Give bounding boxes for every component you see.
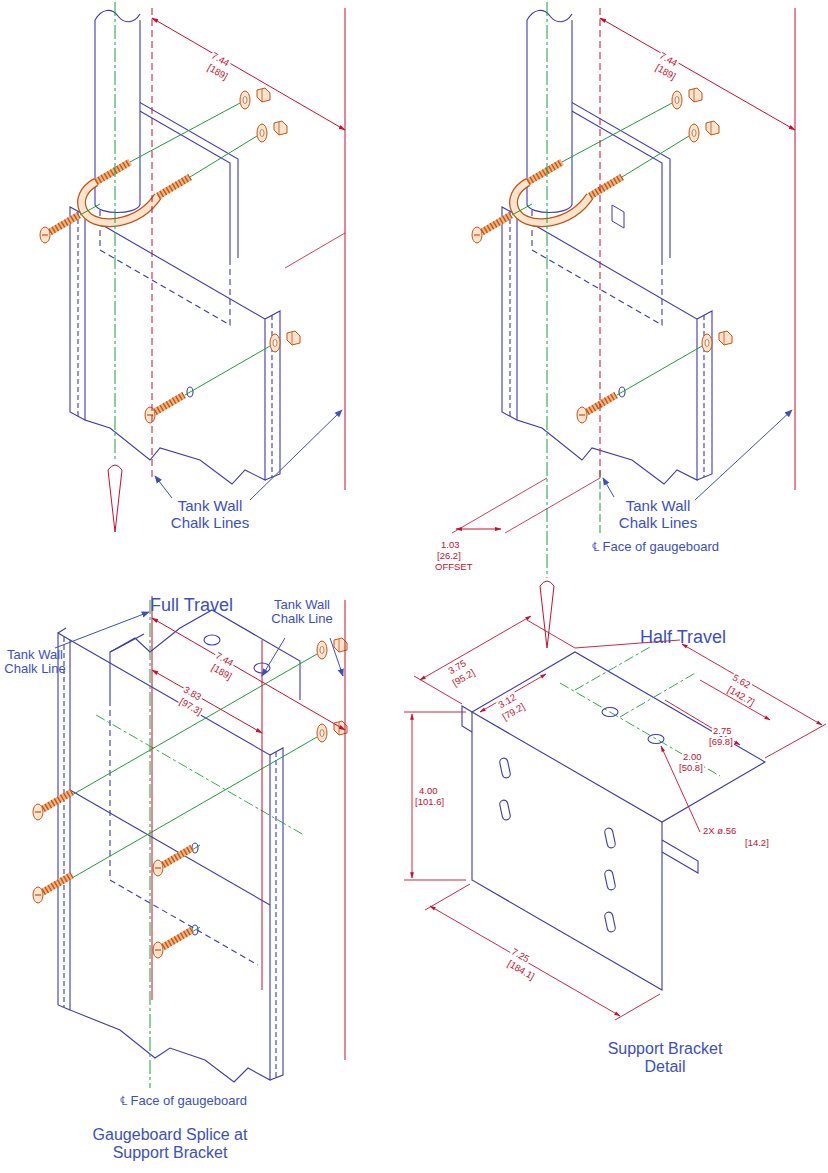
dimension-text: 2.75	[712, 726, 733, 736]
dimension-text: [69.8]	[708, 737, 734, 747]
view-caption: Support Bracket Detail	[585, 1040, 745, 1075]
view-caption: Full Travel	[150, 596, 233, 616]
view-caption: Half Travel	[640, 628, 726, 648]
dimension-text: [101.6]	[414, 797, 445, 807]
dimension-text: 1.03	[440, 540, 461, 550]
splice-view	[33, 596, 347, 1088]
dimension-text: 2X ø.56	[702, 826, 737, 836]
view-caption: Gaugeboard Splice at Support Bracket	[80, 1126, 260, 1161]
dimension-text: 4.00	[418, 786, 439, 796]
centerline-label: ℄ Face of gaugeboard	[592, 540, 719, 554]
callout-label: Tank Wall Chalk Line	[2, 648, 68, 677]
bracket-detail	[404, 616, 826, 1020]
dimension-text: [26.2]	[436, 551, 462, 561]
dimension-text: OFFSET	[434, 562, 473, 572]
full-travel-view	[40, 2, 345, 532]
dimension-text: [50.8]	[678, 763, 704, 773]
callout-label: Tank Wall Chalk Line	[262, 598, 342, 627]
dimension-text: 2.00	[682, 752, 703, 762]
dimension-text: [14.2]	[744, 838, 770, 848]
callout-label: Tank Wall Chalk Lines	[160, 498, 260, 531]
half-travel-view	[452, 2, 795, 648]
callout-label: Tank Wall Chalk Lines	[608, 498, 708, 531]
centerline-label: ℄ Face of gaugeboard	[120, 1094, 247, 1108]
